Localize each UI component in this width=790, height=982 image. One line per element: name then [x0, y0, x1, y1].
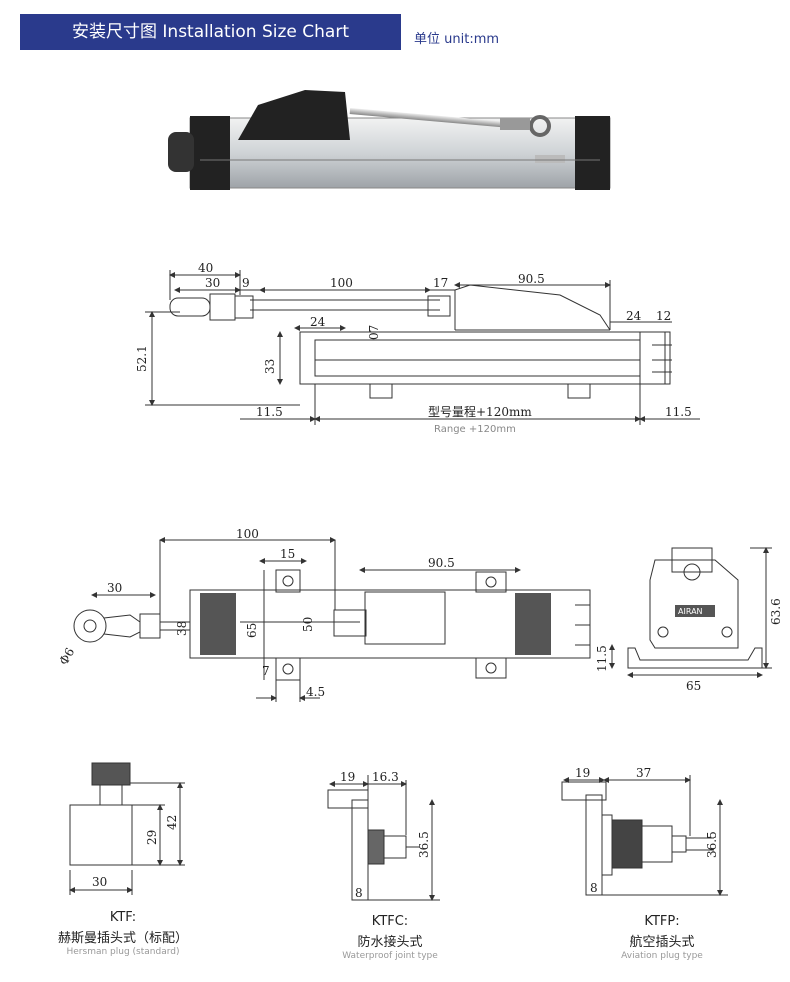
ktfp-name-cn: 航空插头式 [629, 935, 695, 950]
ktfp-dim-36-5: 36.5 [705, 831, 719, 858]
ktfp-code: KTFP: [644, 914, 680, 929]
rod-end-side [169, 297, 211, 317]
dim-90-5: 90.5 [518, 272, 545, 286]
dim-33: 33 [263, 359, 277, 374]
dim-65: 65 [245, 623, 259, 638]
ktfc-code: KTFC: [371, 914, 409, 929]
dim-17: 17 [433, 276, 448, 290]
unit-label: 单位 unit:mm [414, 32, 500, 47]
dim-100: 100 [330, 276, 353, 290]
ktfc-name-en: Waterproof joint type [342, 951, 438, 961]
connector-ktfp-drawing [561, 775, 728, 896]
top-view-drawing [73, 537, 772, 702]
dim-4-5: 4.5 [306, 685, 325, 699]
dim-phi-6: Φ6 [56, 645, 77, 667]
dim-11-5-left: 11.5 [256, 405, 283, 419]
dim-52-1: 52.1 [135, 345, 149, 372]
caption-ktf: KTF: 赫斯曼插头式（标配） Hersman plug (standard) [33, 910, 213, 957]
end-view-body [649, 559, 739, 649]
connector-ktf-drawing [69, 762, 185, 895]
dim-100-top: 100 [236, 527, 259, 541]
top-view-labels: 100 15 30 90.5 Φ6 38 65 50 7 4.5 63.6 11… [56, 527, 783, 699]
dim-30: 30 [205, 276, 220, 290]
ktf-dim-30: 30 [92, 875, 107, 889]
ktfp-dim-8: 8 [590, 881, 598, 895]
ktf-name-en: Hersman plug (standard) [66, 947, 180, 957]
ktfp-dim-37: 37 [636, 766, 651, 780]
ktfp-name-en: Aviation plug type [621, 951, 703, 961]
caption-ktfc: KTFC: 防水接头式 Waterproof joint type [300, 914, 480, 961]
dim-65-end: 65 [686, 679, 701, 693]
mounting-rail [627, 647, 763, 669]
ktf-name-cn: 赫斯曼插头式（标配） [57, 931, 188, 946]
side-view-labels: 40 30 9 100 17 90.5 24 12 24 07 52.1 33 … [135, 261, 692, 435]
ktfc-dim-16-3: 16.3 [372, 770, 399, 784]
dim-12: 12 [656, 309, 671, 323]
rod-end-eye-top [73, 609, 107, 643]
side-view-drawing [145, 270, 700, 425]
ktf-dim-29: 29 [145, 830, 159, 845]
sensor-body-top [189, 589, 591, 659]
dim-38: 38 [175, 621, 189, 636]
dim-7: 7 [262, 664, 270, 678]
brand-logo: AIRAN [678, 607, 703, 616]
ktf-code: KTF: [109, 910, 137, 925]
dim-50: 50 [301, 617, 315, 632]
page-title: 安装尺寸图 Installation Size Chart [20, 14, 401, 50]
ktfc-dim-36-5: 36.5 [417, 831, 431, 858]
dim-07: 07 [367, 325, 381, 340]
caption-ktfp: KTFP: 航空插头式 Aviation plug type [572, 914, 752, 961]
dim-15: 15 [280, 547, 295, 561]
dim-30-top: 30 [107, 581, 122, 595]
product-photo [168, 90, 611, 190]
dim-24-inner: 24 [310, 315, 326, 329]
ktfp-dim-19: 19 [575, 766, 590, 780]
dim-11-5-right: 11.5 [665, 405, 692, 419]
dim-63-6: 63.6 [769, 598, 783, 625]
dim-40: 40 [198, 261, 213, 275]
sensor-body-side [299, 331, 671, 385]
range-label-en: Range +120mm [434, 424, 516, 435]
dim-90-5-top: 90.5 [428, 556, 455, 570]
ktfc-dim-8: 8 [355, 886, 363, 900]
dim-9: 9 [242, 276, 250, 290]
dim-24-top: 24 [626, 309, 642, 323]
slider-hood-side [454, 284, 611, 331]
dim-11-5-end: 11.5 [595, 645, 609, 672]
ktf-dim-42: 42 [165, 815, 179, 830]
slider-top [364, 591, 446, 645]
connector-ktfc-drawing [327, 775, 440, 901]
range-label-cn: 型号量程+120mm [428, 404, 532, 419]
ktfc-dim-19: 19 [340, 770, 355, 784]
ktfc-name-cn: 防水接头式 [357, 935, 423, 950]
